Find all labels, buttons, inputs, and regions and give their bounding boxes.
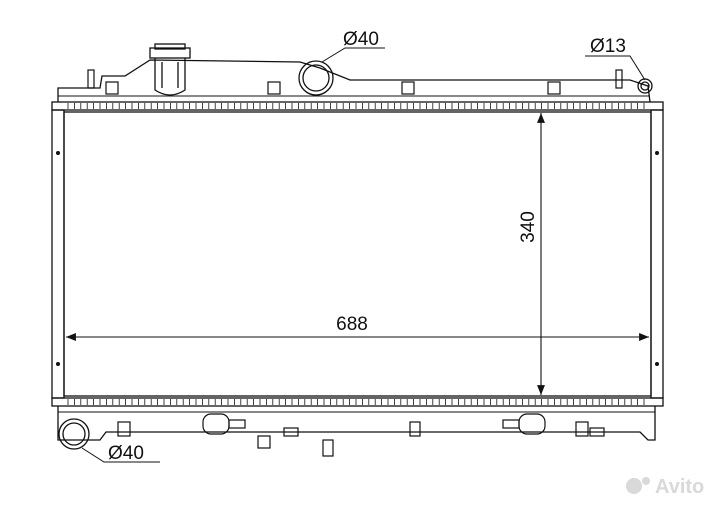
radiator-core — [63, 111, 652, 397]
small-pipe-leader — [585, 55, 646, 81]
bottom-bracket — [283, 427, 299, 437]
mount-bracket — [547, 81, 561, 95]
mount-hole — [655, 151, 659, 155]
watermark-text: Avito — [655, 476, 704, 498]
inlet-pipe — [298, 60, 334, 96]
mount-bracket — [401, 81, 415, 95]
mount-hole — [655, 362, 659, 366]
tube-ticks — [67, 103, 645, 405]
outlet-leader — [81, 447, 160, 463]
small-pipe — [637, 78, 653, 94]
avito-watermark: Avito — [626, 476, 704, 498]
bottom-bracket — [409, 421, 421, 437]
small-pipe-label: Ø13 — [590, 36, 626, 57]
bottom-bracket — [589, 427, 605, 437]
width-label: 688 — [336, 314, 368, 335]
bottom-tank-plate — [51, 397, 664, 407]
drain-plug — [322, 439, 334, 457]
mount-bracket — [105, 81, 119, 95]
inlet-label: Ø40 — [343, 29, 379, 50]
bottom-bracket — [575, 421, 589, 437]
bottom-bracket — [117, 421, 131, 437]
oil-cooler-fitting — [502, 413, 546, 435]
mount-hole — [56, 362, 60, 366]
top-tank-plate — [51, 101, 664, 111]
height-label: 340 — [518, 211, 539, 243]
avito-logo-icon — [626, 478, 642, 494]
mount-hole — [56, 151, 60, 155]
inlet-leader — [321, 47, 385, 63]
outlet-pipe — [58, 418, 90, 450]
oil-cooler-fitting — [202, 413, 246, 435]
mount-bracket — [267, 81, 281, 95]
mount-pin — [87, 69, 95, 89]
bottom-tank — [57, 406, 656, 441]
filler-neck — [149, 43, 191, 96]
mount-pin — [615, 69, 623, 89]
outlet-label: Ø40 — [108, 443, 144, 464]
bottom-bracket — [257, 435, 271, 449]
